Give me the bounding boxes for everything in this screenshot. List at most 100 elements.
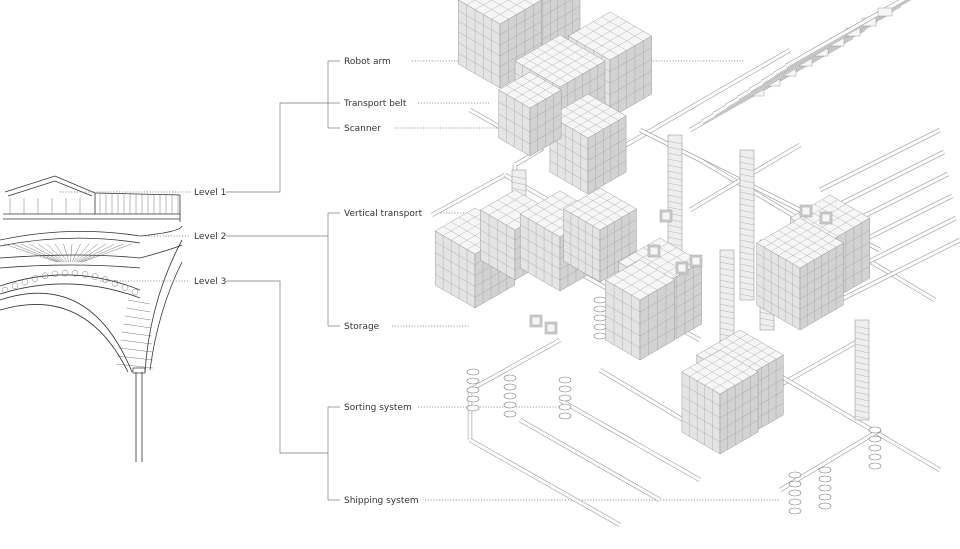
robot-rail bbox=[823, 150, 945, 214]
rack-top-line bbox=[584, 21, 627, 46]
rack-top-line bbox=[528, 209, 569, 233]
arch-moulding bbox=[118, 347, 153, 353]
sorting-spiral-turn bbox=[558, 403, 572, 411]
sorting-spiral-turn bbox=[818, 466, 832, 474]
shaft-brace bbox=[719, 279, 735, 284]
rack-top-line bbox=[466, 0, 476, 5]
rack-top-line bbox=[697, 358, 736, 381]
ornament-rosette bbox=[101, 276, 109, 283]
rack-top-line bbox=[572, 107, 611, 130]
rack-top-line bbox=[622, 269, 658, 291]
shaft-brace bbox=[759, 311, 775, 316]
ornament-rosette bbox=[51, 270, 59, 278]
ornament-rosette bbox=[131, 288, 139, 296]
shaft-brace bbox=[667, 140, 683, 145]
arch-moulding bbox=[127, 299, 151, 305]
dome-ray bbox=[78, 243, 115, 263]
rack-top bbox=[549, 93, 627, 139]
shaft-brace bbox=[739, 173, 755, 178]
sorting-spiral-turn bbox=[503, 374, 517, 382]
shaft-brace bbox=[667, 152, 683, 157]
rack-top-line bbox=[483, 0, 509, 15]
shaft-brace bbox=[739, 197, 755, 202]
dome-ray bbox=[12, 243, 59, 263]
sorting-spiral-turn bbox=[503, 410, 517, 418]
shaft-brace bbox=[854, 385, 870, 390]
rack-top-line bbox=[771, 234, 815, 260]
sorting-spiral-turn bbox=[466, 395, 480, 403]
shaft-brace bbox=[719, 309, 735, 314]
rack-shelf bbox=[605, 291, 675, 313]
shaft-brace bbox=[667, 170, 683, 175]
shaft-brace bbox=[739, 203, 755, 208]
level-2-label: Level 2 bbox=[194, 232, 226, 242]
rack-top-line bbox=[585, 196, 622, 218]
shaft-brace bbox=[739, 155, 755, 160]
sorting-spirals bbox=[466, 296, 882, 515]
rack-top-line bbox=[507, 0, 526, 10]
storage-rack bbox=[605, 259, 675, 361]
shaft-brace bbox=[739, 185, 755, 190]
belt-track bbox=[519, 418, 661, 502]
rack-shelf bbox=[605, 315, 675, 337]
ornament-rosette bbox=[31, 275, 39, 282]
scanner-box bbox=[821, 213, 831, 223]
rack-top bbox=[681, 349, 759, 395]
sorting-spiral-turn bbox=[503, 401, 517, 409]
shaft-brace bbox=[667, 164, 683, 169]
storage-label: Storage bbox=[344, 322, 380, 332]
shaft-brace bbox=[739, 251, 755, 256]
shaft-brace bbox=[854, 415, 870, 420]
level-1-label: Level 1 bbox=[194, 188, 226, 198]
rack-top bbox=[457, 0, 543, 25]
rack-shelf bbox=[435, 274, 515, 298]
robot-arm-unit bbox=[877, 7, 893, 17]
shaft-brace bbox=[719, 255, 735, 260]
dome-ray bbox=[29, 243, 62, 263]
shaft-brace bbox=[511, 175, 527, 180]
level-3-label: Level 3 bbox=[194, 277, 226, 287]
rack-top-line bbox=[491, 0, 526, 20]
shaft-brace bbox=[739, 233, 755, 238]
rack-shelf bbox=[549, 127, 627, 150]
arch-section-drawing bbox=[0, 175, 183, 462]
rack-top-line bbox=[813, 208, 854, 232]
sorting-spiral-turn bbox=[593, 323, 607, 331]
rack-top-line bbox=[529, 52, 576, 79]
sorting-spiral-turn bbox=[558, 376, 572, 384]
sorting-spiral-turn bbox=[868, 426, 882, 434]
belt-track bbox=[599, 48, 791, 162]
shaft-brace bbox=[511, 181, 527, 186]
scanner-box bbox=[546, 323, 556, 333]
dome-ray bbox=[54, 243, 68, 263]
shaft-brace bbox=[854, 337, 870, 342]
rack-top-line bbox=[798, 213, 839, 237]
sorting-spiral-turn bbox=[466, 386, 480, 394]
arch-moulding bbox=[121, 331, 152, 337]
shaft-brace bbox=[719, 315, 735, 320]
rack-shelf bbox=[498, 101, 562, 121]
shaft-brace bbox=[719, 261, 735, 266]
storage-rack bbox=[498, 71, 562, 157]
shaft-brace bbox=[739, 239, 755, 244]
dome-ray bbox=[73, 243, 90, 263]
arch-moulding bbox=[124, 315, 151, 321]
sorting-spiral-turn bbox=[818, 502, 832, 510]
robot-rail bbox=[839, 238, 960, 302]
shipping-system-label: Shipping system bbox=[344, 496, 419, 506]
shaft-brace bbox=[719, 297, 735, 302]
shaft-brace bbox=[739, 227, 755, 232]
scanner-box bbox=[661, 211, 671, 221]
shaft-brace bbox=[739, 275, 755, 280]
rack-top-line bbox=[792, 222, 837, 248]
rack-shelf bbox=[458, 42, 542, 67]
ornament-rosette bbox=[61, 269, 69, 277]
shaft-brace bbox=[854, 391, 870, 396]
sorting-spiral-turn bbox=[868, 462, 882, 470]
rack-top-line bbox=[528, 195, 569, 219]
shaft-brace bbox=[854, 343, 870, 348]
rack-top-line bbox=[631, 264, 667, 286]
rack-top-line bbox=[689, 367, 728, 390]
shaft-brace bbox=[739, 245, 755, 250]
